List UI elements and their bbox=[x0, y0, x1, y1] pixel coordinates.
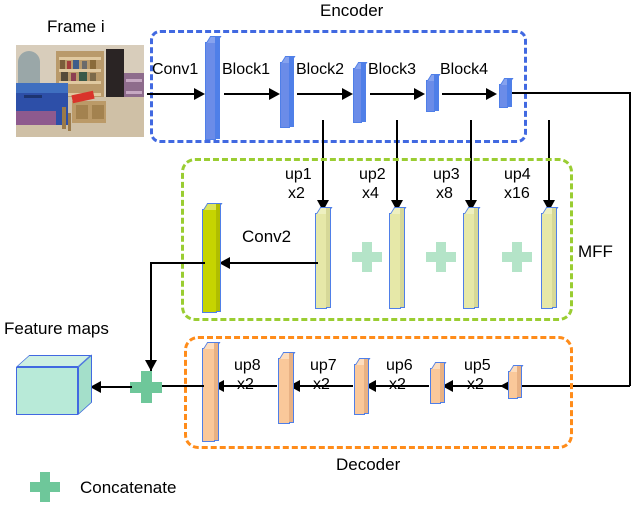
decoder-bar-up5 bbox=[508, 365, 524, 399]
conv2-arrow-line bbox=[225, 262, 318, 264]
tap-arrow-up2 bbox=[391, 200, 403, 211]
concat-icon-mff-2 bbox=[426, 242, 456, 272]
encoder-arrow-4 bbox=[442, 93, 489, 95]
tap-line-up2 bbox=[396, 120, 398, 204]
feature-maps-label: Feature maps bbox=[4, 319, 109, 338]
mff-up-factor-up4: x16 bbox=[504, 185, 530, 202]
mff-output-line-left bbox=[150, 262, 205, 264]
decoder-arrow-7 bbox=[295, 385, 353, 387]
tap-arrow-up1 bbox=[317, 200, 329, 211]
input-arrow-line bbox=[147, 93, 197, 95]
decoder-bar-up7 bbox=[354, 358, 371, 415]
mff-up-factor-up2: x4 bbox=[362, 185, 379, 202]
mff-up-label-up1: up1 bbox=[285, 166, 312, 183]
decoder-label: Decoder bbox=[336, 455, 401, 474]
skip-route-bottom bbox=[506, 385, 630, 387]
encoder-arrow-4-head bbox=[486, 88, 497, 100]
mff-bar-up1 bbox=[315, 207, 333, 309]
concat-icon-mff-3 bbox=[502, 242, 532, 272]
mff-up-factor-up3: x8 bbox=[436, 185, 453, 202]
concat-icon-mff-1 bbox=[352, 242, 382, 272]
decoder-up-factor-up6: x2 bbox=[389, 376, 406, 393]
tap-arrow-up3 bbox=[465, 200, 477, 211]
mff-bar-up3 bbox=[463, 207, 481, 309]
mff-group-box bbox=[181, 158, 573, 321]
decoder-arrow-7-head bbox=[289, 380, 300, 392]
encoder-bar-block2 bbox=[353, 62, 368, 123]
encoder-arrow-1-head bbox=[269, 88, 280, 100]
mff-bar-up2 bbox=[389, 207, 407, 309]
mff-up-label-up3: up3 bbox=[433, 166, 460, 183]
input-frame-image bbox=[16, 45, 144, 137]
encoder-label: Encoder bbox=[320, 1, 384, 20]
encoder-arrow-2 bbox=[297, 93, 345, 95]
mff-up-label-up4: up4 bbox=[504, 166, 531, 183]
feature-maps-cube bbox=[16, 354, 94, 423]
input-frame-label: Frame i bbox=[47, 17, 105, 36]
decoder-bar-output bbox=[202, 342, 221, 442]
encoder-bar-block1 bbox=[280, 56, 296, 128]
mff-conv-label: Conv2 bbox=[242, 227, 292, 246]
mff-bar-up4 bbox=[541, 207, 559, 309]
decoder-up-label-up7: up7 bbox=[310, 357, 337, 374]
encoder-bar-block4 bbox=[499, 78, 514, 108]
decoder-up-factor-up7: x2 bbox=[313, 376, 330, 393]
encoder-stage-label-block2: Block2 bbox=[296, 61, 345, 78]
decoder-arrow-6-head bbox=[365, 380, 376, 392]
tap-line-up1 bbox=[322, 120, 324, 204]
tap-line-up3 bbox=[470, 120, 472, 204]
decoder-output-line bbox=[162, 385, 204, 387]
conv2-arrow-head bbox=[219, 257, 230, 269]
input-arrow-head bbox=[194, 88, 205, 100]
mff-up-label-up2: up2 bbox=[359, 166, 386, 183]
tap-line-up4 bbox=[548, 120, 550, 204]
encoder-arrow-3 bbox=[370, 93, 417, 95]
encoder-arrow-3-head bbox=[414, 88, 425, 100]
legend-concat-icon bbox=[30, 472, 60, 502]
decoder-arrow-8 bbox=[219, 385, 277, 387]
encoder-arrow-2-head bbox=[342, 88, 353, 100]
encoder-stage-label-block4: Block4 bbox=[440, 61, 489, 78]
legend-label: Concatenate bbox=[80, 478, 177, 497]
mff-label: MFF bbox=[578, 242, 613, 261]
encoder-bar-block3 bbox=[426, 74, 441, 112]
feature-maps-arrow-head bbox=[90, 381, 101, 393]
encoder-arrow-1 bbox=[224, 93, 272, 95]
decoder-up-label-up8: up8 bbox=[234, 357, 261, 374]
decoder-arrow-5-head bbox=[442, 380, 453, 392]
concat-icon-main bbox=[130, 371, 162, 403]
tap-arrow-up4 bbox=[543, 200, 555, 211]
decoder-bar-up6 bbox=[430, 362, 447, 404]
mff-up-factor-up1: x2 bbox=[288, 185, 305, 202]
encoder-stage-label-conv1: Conv1 bbox=[152, 61, 199, 78]
skip-route-top bbox=[512, 92, 630, 94]
decoder-arrow-5 bbox=[448, 385, 506, 387]
decoder-bar-up8 bbox=[278, 352, 296, 424]
feature-maps-arrow-line bbox=[96, 386, 132, 388]
mff-output-arrow-head bbox=[145, 360, 157, 371]
encoder-bar-conv1 bbox=[205, 36, 222, 140]
encoder-stage-label-block1: Block1 bbox=[222, 61, 271, 78]
decoder-up-label-up5: up5 bbox=[464, 357, 491, 374]
encoder-group-box bbox=[150, 30, 527, 143]
decoder-up-factor-up5: x2 bbox=[467, 376, 484, 393]
decoder-group-box bbox=[184, 336, 573, 449]
skip-route-right bbox=[629, 92, 631, 386]
decoder-up-label-up6: up6 bbox=[386, 357, 413, 374]
decoder-arrow-6 bbox=[371, 385, 429, 387]
decoder-up-factor-up8: x2 bbox=[237, 376, 254, 393]
mff-output-bar-conv2 bbox=[202, 203, 223, 313]
encoder-stage-label-block3: Block3 bbox=[368, 61, 417, 78]
mff-output-line-down bbox=[150, 262, 152, 386]
